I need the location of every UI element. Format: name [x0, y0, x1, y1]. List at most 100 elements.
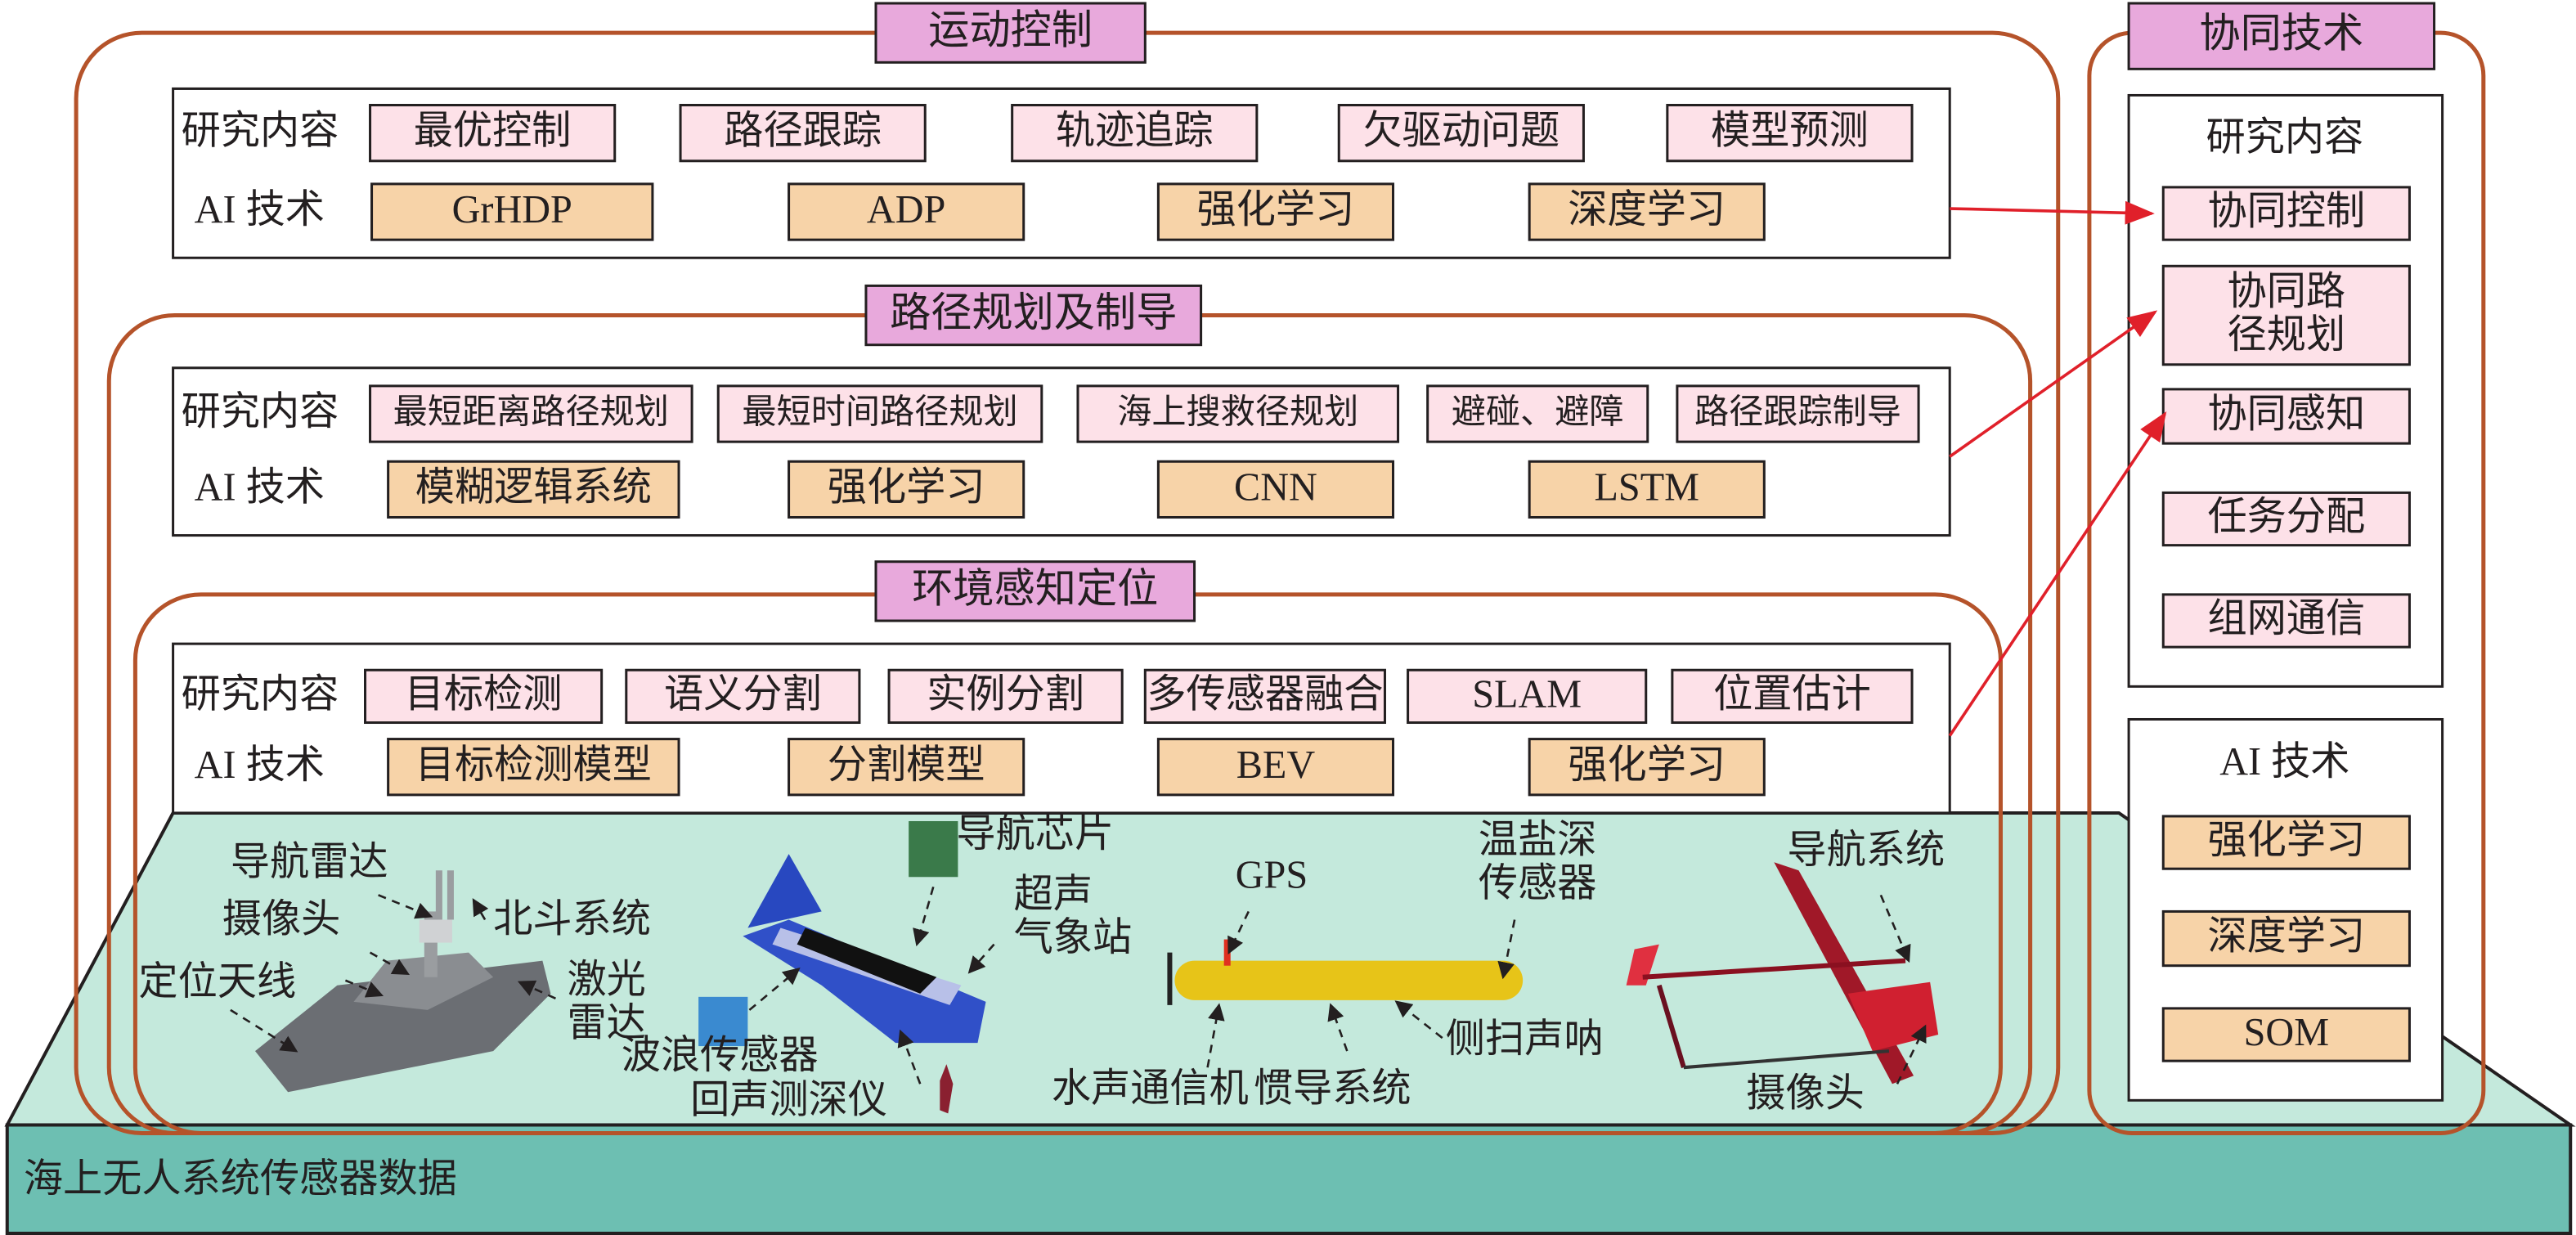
perception-ai-item: 目标检测模型 — [387, 738, 680, 797]
planning-ai-item-label: 模糊逻辑系统 — [415, 465, 652, 509]
perception-title: 环境感知定位 — [874, 560, 1196, 622]
collab-research-item-label: 任务分配 — [2207, 496, 2365, 539]
planning-research-item: 路径跟踪制导 — [1676, 384, 1920, 443]
perception-research-item-label: SLAM — [1472, 672, 1582, 716]
collab-research-item: 协同感知 — [2161, 388, 2411, 445]
sensor-pointer-arrow — [967, 943, 995, 974]
sensor-label: 摄像头 — [1746, 1071, 1865, 1115]
planning-ai-item: CNN — [1156, 460, 1395, 519]
sensor-label: 导航系统 — [1787, 829, 1945, 872]
sensor-pointer-arrow — [517, 980, 556, 1000]
collab-ai-item: 强化学习 — [2161, 815, 2411, 870]
sensor-label: 定位天线 — [138, 960, 296, 1004]
path-planning-title: 路径规划及制导 — [864, 284, 1203, 347]
motion-ai-item-label: 深度学习 — [1568, 188, 1726, 231]
perception-research-label: 研究内容 — [182, 672, 339, 716]
collab-ai-label: AI 技术 — [2219, 740, 2349, 784]
collab-ai-item-label: 强化学习 — [2207, 819, 2365, 862]
sensor-pointer-arrow — [378, 894, 433, 919]
perception-ai-item: 分割模型 — [788, 738, 1025, 797]
planning-research-item: 避碰、避障 — [1426, 384, 1649, 443]
perception-research-item: SLAM — [1407, 668, 1648, 725]
collab-research-item: 任务分配 — [2161, 491, 2411, 547]
perception-ai-item-label: 目标检测模型 — [415, 743, 652, 787]
planning-ai-item-label: LSTM — [1594, 465, 1699, 509]
sensor-pointer-arrow — [1896, 1024, 1927, 1085]
link-arrow — [1948, 411, 2167, 737]
echo-sounder-image — [940, 1064, 954, 1114]
motion-research-item: 路径跟踪 — [679, 104, 927, 163]
collab-research-item: 组网通信 — [2161, 593, 2411, 649]
perception-ai-label: AI 技术 — [195, 743, 325, 787]
footer-label: 海上无人系统传感器数据 — [24, 1157, 457, 1201]
navigation-chip-image — [909, 820, 958, 878]
perception-research-item: 目标检测 — [364, 668, 604, 725]
sensor-pointer-arrow — [1206, 1003, 1225, 1068]
footer-bar — [5, 1123, 2573, 1235]
perception-ai-item: 强化学习 — [1528, 738, 1766, 797]
planning-research-item-label: 最短距离路径规划 — [393, 393, 669, 432]
perception-ai-item-label: 强化学习 — [1568, 743, 1726, 787]
sensor-pointer-arrow — [748, 968, 801, 1011]
sensor-pointer-arrow — [1227, 910, 1250, 954]
motion-ai-item: 强化学习 — [1156, 182, 1395, 241]
motion-research-item: 欠驱动问题 — [1337, 104, 1585, 163]
sensor-label: 超声气象站 — [1014, 873, 1133, 959]
collab-title-label: 协同技术 — [2199, 11, 2363, 56]
sensor-pointer-arrow — [897, 1029, 922, 1085]
collab-research-item-label: 协同控制 — [2207, 190, 2365, 233]
sensor-pointer-arrow — [1394, 1000, 1443, 1040]
collab-research-item-label: 协同路径规划 — [2228, 270, 2346, 357]
motion-control-title: 运动控制 — [874, 2, 1147, 64]
motion-control-title-label: 运动控制 — [928, 7, 1093, 53]
motion-research-item: 轨迹追踪 — [1011, 104, 1259, 163]
sensor-label: 摄像头 — [222, 898, 341, 941]
link-arrow — [1950, 200, 2155, 225]
perception-ai-item-label: 分割模型 — [828, 743, 985, 787]
wave-sensor-image — [698, 996, 748, 1047]
collab-ai-item-label: 深度学习 — [2207, 915, 2365, 959]
planning-research-item: 最短时间路径规划 — [716, 384, 1043, 443]
sensor-pointer-arrow — [230, 1008, 298, 1053]
planning-ai-item: 强化学习 — [788, 460, 1025, 519]
perception-research-item-label: 语义分割 — [664, 672, 822, 716]
sensor-label: GPS — [1236, 853, 1308, 896]
motion-ai-item: 深度学习 — [1528, 182, 1766, 241]
collab-research-item-label: 组网通信 — [2207, 597, 2365, 640]
planning-ai-item-label: CNN — [1234, 465, 1317, 509]
sensor-pointer-arrow — [1327, 1003, 1349, 1052]
unmanned-ship-image — [254, 870, 551, 1093]
sensor-label: 侧扫声呐 — [1446, 1017, 1604, 1061]
perception-research-item-label: 目标检测 — [405, 672, 563, 716]
planning-research-item: 海上搜救径规划 — [1076, 384, 1400, 443]
perception-research-item-label: 实例分割 — [927, 672, 1084, 716]
motion-research-item: 模型预测 — [1666, 104, 1914, 163]
sensor-label: 激光雷达 — [567, 958, 645, 1044]
collab-ai-item: SOM — [2161, 1007, 2411, 1062]
motion-ai-label: AI 技术 — [195, 188, 325, 231]
perception-ai-item: BEV — [1156, 738, 1395, 797]
perception-ai-item-label: BEV — [1236, 743, 1316, 787]
unmanned-surface-vessel-image — [743, 854, 986, 1044]
link-arrow — [1949, 310, 2158, 458]
motion-research-item-label: 路径跟踪 — [724, 110, 882, 153]
sensor-label: 导航芯片 — [956, 812, 1114, 856]
planning-research-item-label: 最短时间路径规划 — [742, 393, 1017, 432]
collab-research-label: 研究内容 — [2206, 116, 2363, 159]
planning-research-item-label: 路径跟踪制导 — [1694, 393, 1901, 432]
perception-research-item-label: 多传感器融合 — [1147, 672, 1383, 716]
motion-research-item-label: 模型预测 — [1711, 110, 1869, 153]
sensor-pointer-arrow — [1879, 894, 1911, 963]
collab-ai-item: 深度学习 — [2161, 909, 2411, 968]
motion-research-label: 研究内容 — [182, 110, 339, 153]
perception-research-item: 实例分割 — [887, 668, 1124, 725]
motion-research-item-label: 最优控制 — [414, 110, 572, 153]
sensor-label: 导航雷达 — [231, 840, 388, 883]
collab-research-item: 协同路径规划 — [2161, 264, 2411, 366]
perception-title-label: 环境感知定位 — [912, 565, 1158, 611]
collab-ai-item-label: SOM — [2244, 1011, 2329, 1054]
auv-image — [1167, 939, 1524, 1005]
collab-research-item-label: 协同感知 — [2207, 393, 2365, 436]
motion-research-item-label: 欠驱动问题 — [1362, 110, 1560, 153]
